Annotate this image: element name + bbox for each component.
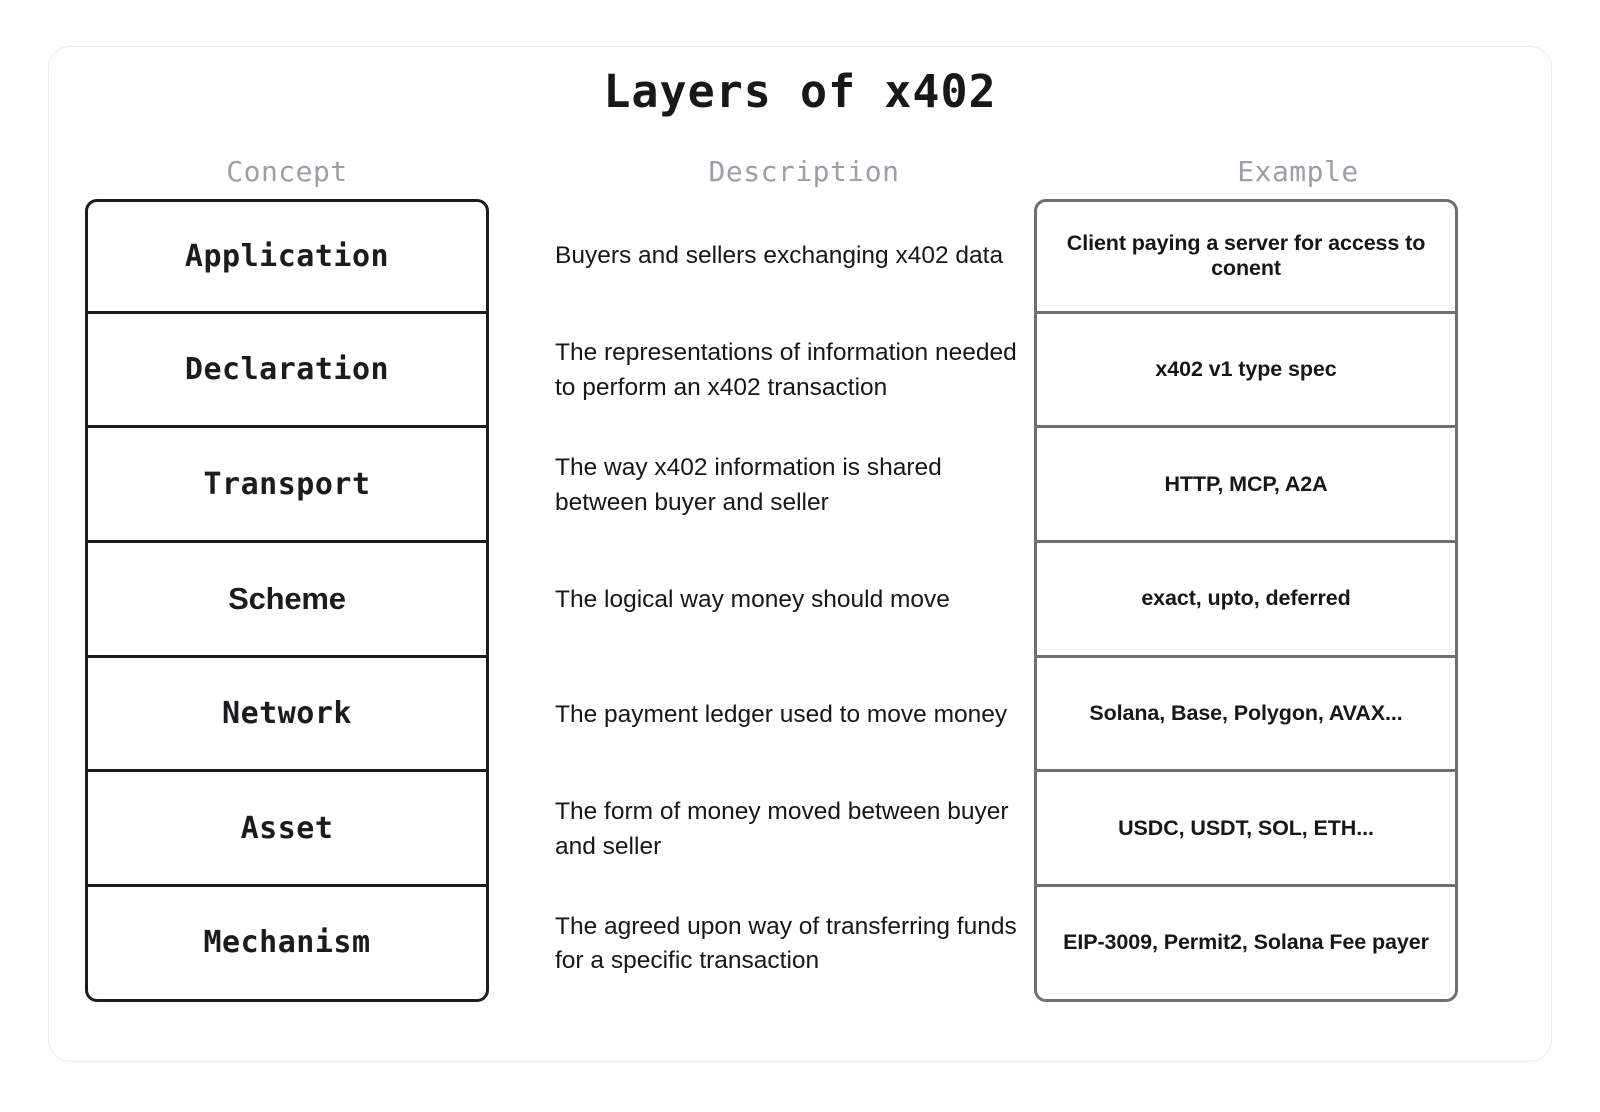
concept-label: Declaration: [184, 352, 390, 388]
concept-box-application[interactable]: Application: [85, 199, 489, 314]
example-box-mechanism[interactable]: EIP-3009, Permit2, Solana Fee payer: [1034, 884, 1458, 1002]
column-header-concept: Concept: [226, 155, 348, 188]
example-box-application[interactable]: Client paying a server for access to con…: [1034, 199, 1458, 314]
diagram-card: Layers of x402 Concept Description Examp…: [48, 46, 1552, 1062]
description-text: The payment ledger used to move money: [555, 700, 1008, 728]
example-label: Client paying a server for access to con…: [1066, 231, 1426, 281]
layer-row: Asset The form of money moved between bu…: [49, 769, 1551, 888]
layer-row: Transport The way x402 information is sh…: [49, 425, 1551, 544]
concept-box-scheme[interactable]: Scheme: [85, 540, 489, 658]
example-box-asset[interactable]: USDC, USDT, SOL, ETH...: [1034, 769, 1458, 888]
example-box-network[interactable]: Solana, Base, Polygon, AVAX...: [1034, 654, 1458, 773]
example-box-scheme[interactable]: exact, upto, deferred: [1034, 540, 1458, 658]
description-text: The way x402 information is shared betwe…: [555, 453, 942, 516]
description-cell: Buyers and sellers exchanging x402 data: [555, 199, 1025, 314]
description-cell: The logical way money should move: [555, 543, 1025, 658]
description-cell: The way x402 information is shared betwe…: [555, 428, 1025, 543]
description-text: The form of money moved between buyer an…: [555, 798, 1009, 860]
description-cell: The agreed upon way of transferring fund…: [555, 887, 1025, 1002]
example-label: HTTP, MCP, A2A: [1164, 471, 1328, 496]
concept-label: Application: [184, 238, 390, 274]
concept-box-transport[interactable]: Transport: [85, 425, 489, 544]
example-label: USDC, USDT, SOL, ETH...: [1118, 815, 1374, 840]
layer-row: Scheme The logical way money should move…: [49, 540, 1551, 658]
layer-row: Mechanism The agreed upon way of transfe…: [49, 884, 1551, 1002]
description-text: Buyers and sellers exchanging x402 data: [555, 241, 1004, 269]
example-label: exact, upto, deferred: [1141, 586, 1351, 611]
example-box-declaration[interactable]: x402 v1 type spec: [1034, 310, 1458, 429]
example-label: EIP-3009, Permit2, Solana Fee payer: [1063, 930, 1429, 955]
concept-box-declaration[interactable]: Declaration: [85, 310, 489, 429]
concept-box-mechanism[interactable]: Mechanism: [85, 884, 489, 1002]
description-text: The agreed upon way of transferring fund…: [555, 912, 1017, 975]
concept-box-asset[interactable]: Asset: [85, 769, 489, 888]
layer-rows: Application Buyers and sellers exchangin…: [49, 199, 1551, 1002]
concept-label: Network: [222, 696, 352, 732]
column-header-description: Description: [708, 155, 900, 188]
description-cell: The representations of information neede…: [555, 314, 1025, 429]
concept-box-network[interactable]: Network: [85, 654, 489, 773]
example-label: Solana, Base, Polygon, AVAX...: [1089, 701, 1403, 726]
concept-label: Transport: [203, 466, 371, 502]
example-box-transport[interactable]: HTTP, MCP, A2A: [1034, 425, 1458, 544]
layer-row: Network The payment ledger used to move …: [49, 654, 1551, 773]
concept-label: Asset: [240, 810, 334, 846]
description-text: The logical way money should move: [555, 586, 950, 614]
description-cell: The form of money moved between buyer an…: [555, 772, 1025, 887]
column-header-example: Example: [1237, 155, 1359, 188]
example-label: x402 v1 type spec: [1155, 357, 1337, 382]
layer-row: Application Buyers and sellers exchangin…: [49, 199, 1551, 314]
page-title: Layers of x402: [603, 65, 997, 118]
description-text: The representations of information neede…: [555, 339, 1017, 402]
concept-label: Mechanism: [203, 925, 371, 961]
concept-label: Scheme: [228, 580, 346, 616]
layer-row: Declaration The representations of infor…: [49, 310, 1551, 429]
description-cell: The payment ledger used to move money: [555, 658, 1025, 773]
